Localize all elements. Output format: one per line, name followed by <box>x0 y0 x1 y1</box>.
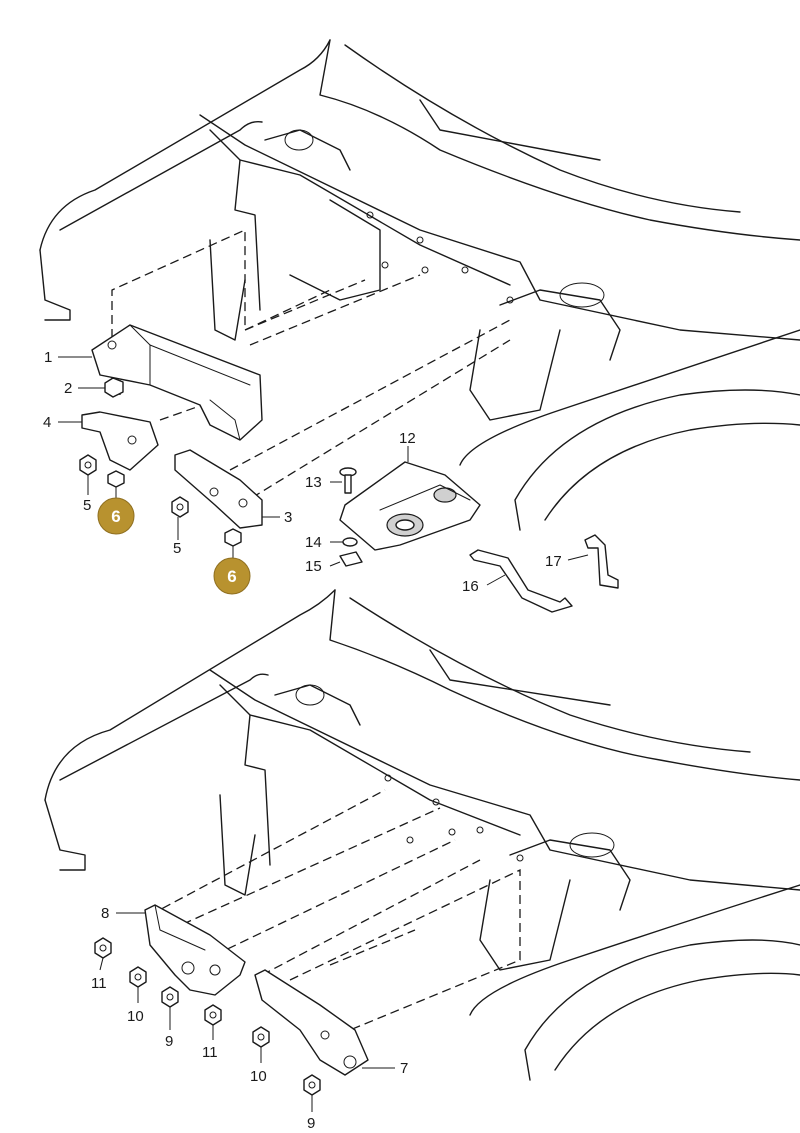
part-2-nut <box>104 377 124 398</box>
badge-circle <box>97 497 135 535</box>
part-16-strap <box>469 549 573 613</box>
callout-12: 12 <box>399 430 416 447</box>
callout-5-upper-left: 5 <box>83 497 91 514</box>
part-11-nut-left <box>94 937 112 959</box>
part-17-clip <box>584 534 619 589</box>
callout-6-right: 6 <box>227 567 236 586</box>
callout-10-right: 10 <box>250 1068 267 1085</box>
part-6-nut-upper-right <box>224 528 242 547</box>
callout-9-right: 9 <box>307 1115 315 1132</box>
part-12-panel <box>339 461 481 551</box>
part-1-front-bracket <box>91 324 263 441</box>
leader-lines <box>58 356 589 1112</box>
callout-7: 7 <box>400 1060 408 1077</box>
part-8-bracket <box>144 904 246 996</box>
callout-10-left: 10 <box>127 1008 144 1025</box>
part-13-screw <box>339 467 357 494</box>
part-10-nut-right <box>252 1026 270 1048</box>
callout-11-left: 11 <box>91 975 107 992</box>
callout-6-badge-right: 6 <box>213 557 251 595</box>
upper-assembly-guides <box>111 228 511 506</box>
callout-2: 2 <box>64 380 72 397</box>
part-3-bracket <box>174 449 263 529</box>
callout-4: 4 <box>43 414 51 431</box>
callout-labels: 1 2 3 4 5 5 6 6 7 8 9 9 10 10 11 11 12 1… <box>43 349 562 1132</box>
callout-1: 1 <box>44 349 52 366</box>
callout-5-upper-right: 5 <box>173 540 181 557</box>
part-7-bracket <box>254 969 369 1076</box>
part-9-nut-right <box>303 1074 321 1096</box>
lower-vehicle-body <box>44 589 800 1081</box>
callout-14: 14 <box>305 534 322 551</box>
callout-13: 13 <box>305 474 322 491</box>
callout-6-left: 6 <box>111 507 120 526</box>
part-9-nut-left <box>161 986 179 1008</box>
part-15-clip-nut <box>339 551 363 567</box>
badge-circle <box>213 557 251 595</box>
part-5-nut-upper-right <box>171 496 189 518</box>
upper-vehicle-body <box>39 39 800 531</box>
part-14-washer <box>342 537 358 547</box>
part-10-nut-left <box>129 966 147 988</box>
callout-3: 3 <box>284 509 292 526</box>
callout-9-left: 9 <box>165 1033 173 1050</box>
callout-17: 17 <box>545 553 562 570</box>
part-6-nut-upper-left <box>107 470 125 488</box>
part-11-nut-right <box>204 1004 222 1026</box>
part-5-nut-upper-left <box>79 454 97 476</box>
callout-8: 8 <box>101 905 109 922</box>
callout-11-right: 11 <box>202 1044 218 1061</box>
part-4-bracket <box>81 411 159 471</box>
callout-16: 16 <box>462 578 479 595</box>
callout-15: 15 <box>305 558 322 575</box>
lower-assembly-guides <box>149 789 521 1031</box>
callout-6-badge-left: 6 <box>97 497 135 535</box>
